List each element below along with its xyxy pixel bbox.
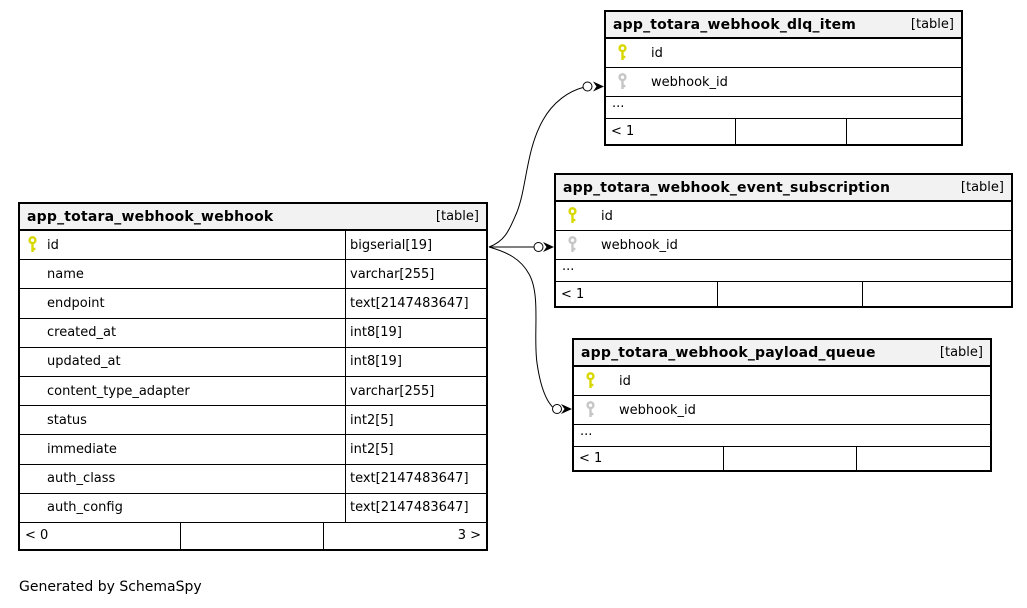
children-count: < 1 [579, 451, 603, 466]
column-type: bigserial[19] [345, 231, 486, 260]
column-name: id [619, 373, 631, 389]
column-name: endpoint [47, 295, 105, 311]
table-app-totara-webhook-dlq-item: app_totara_webhook_dlq_item [table] id [604, 10, 963, 146]
column-name: id [47, 237, 59, 253]
column-row-content-type-adapter: content_type_adapter varchar[255] [20, 376, 486, 407]
column-row-created-at: created_at int8[19] [20, 318, 486, 348]
column-row-endpoint: endpoint text[2147483647] [20, 289, 486, 319]
more-columns-ellipsis: ... [574, 425, 990, 447]
table-header[interactable]: app_totara_webhook_dlq_item [table] [606, 12, 961, 39]
table-stats-row: < 0 3 > [20, 522, 486, 549]
table-app-totara-webhook-payload-queue: app_totara_webhook_payload_queue [table]… [572, 338, 992, 472]
column-type: int8[19] [345, 318, 486, 347]
column-type: int2[5] [345, 435, 486, 464]
table-stats-row: < 1 [574, 447, 990, 470]
arrowhead-icon [543, 242, 554, 252]
table-title[interactable]: app_totara_webhook_dlq_item [613, 16, 857, 33]
column-name: id [651, 45, 663, 61]
column-row-id: id bigserial[19] [20, 231, 486, 261]
stats-spacer [723, 447, 857, 470]
column-type: int8[19] [345, 347, 486, 376]
table-title[interactable]: app_totara_webhook_event_subscription [563, 179, 891, 196]
column-name: updated_at [47, 354, 121, 370]
table-badge: [table] [939, 345, 983, 360]
more-columns-ellipsis: ... [606, 97, 961, 119]
column-row-updated-at: updated_at int8[19] [20, 347, 486, 377]
primary-key-icon [606, 44, 651, 62]
column-name: immediate [47, 441, 117, 457]
column-name: auth_class [47, 471, 116, 487]
table-title[interactable]: app_totara_webhook_webhook [27, 208, 274, 225]
column-name: webhook_id [619, 402, 696, 418]
primary-key-icon [556, 207, 601, 225]
foreign-key-icon [606, 73, 651, 91]
zero-or-one-circle [552, 404, 562, 414]
table-header[interactable]: app_totara_webhook_event_subscription [t… [556, 175, 1011, 202]
table-stats-row: < 1 [556, 282, 1011, 306]
table-badge: [table] [435, 209, 479, 224]
stats-spacer [180, 522, 324, 549]
stats-spacer [847, 119, 961, 144]
more-columns-ellipsis: ... [556, 260, 1011, 282]
column-type: varchar[255] [345, 376, 486, 406]
column-type: varchar[255] [345, 260, 486, 289]
column-type: text[2147483647] [345, 493, 486, 522]
generated-by-note: Generated by SchemaSpy [19, 579, 202, 595]
column-name: id [601, 208, 613, 224]
parents-count: 3 > [457, 528, 481, 544]
primary-key-icon [574, 372, 619, 390]
stats-spacer [863, 282, 1011, 306]
zero-or-one-circle [582, 81, 593, 92]
table-title[interactable]: app_totara_webhook_payload_queue [581, 344, 876, 361]
column-row-name: name varchar[255] [20, 260, 486, 290]
children-count: < 1 [611, 124, 635, 139]
column-row-id: id [606, 39, 961, 68]
stats-spacer [735, 119, 847, 144]
column-row-auth-class: auth_class text[2147483647] [20, 464, 486, 494]
column-row-auth-config: auth_config text[2147483647] [20, 493, 486, 523]
zero-or-one-circle [533, 242, 544, 252]
table-app-totara-webhook-webhook: app_totara_webhook_webhook [table] id bi… [18, 202, 488, 551]
table-badge: [table] [910, 17, 954, 32]
table-header[interactable]: app_totara_webhook_payload_queue [table] [574, 340, 990, 367]
column-row-webhook-id: webhook_id [606, 68, 961, 97]
column-row-immediate: immediate int2[5] [20, 435, 486, 465]
arrowhead-icon [593, 81, 604, 92]
children-count: < 1 [561, 286, 585, 302]
primary-key-icon [20, 236, 47, 254]
column-name: auth_config [47, 500, 123, 516]
foreign-key-icon [574, 401, 619, 419]
column-name: webhook_id [601, 237, 678, 253]
table-badge: [table] [960, 180, 1004, 195]
arrowhead-icon [561, 404, 572, 414]
column-row-webhook-id: webhook_id [556, 231, 1011, 260]
foreign-key-icon [556, 236, 601, 254]
column-row-status: status int2[5] [20, 406, 486, 436]
stats-spacer [857, 447, 990, 470]
column-row-id: id [556, 202, 1011, 231]
column-row-webhook-id: webhook_id [574, 396, 990, 425]
children-count: < 0 [25, 528, 49, 544]
column-name: created_at [47, 325, 117, 341]
table-stats-row: < 1 [606, 119, 961, 144]
column-name: webhook_id [651, 74, 728, 90]
column-row-id: id [574, 367, 990, 396]
relationship-line-webhook-to-payload-queue [488, 246, 553, 408]
column-type: text[2147483647] [345, 464, 486, 493]
table-header[interactable]: app_totara_webhook_webhook [table] [20, 204, 486, 231]
table-app-totara-webhook-event-subscription: app_totara_webhook_event_subscription [t… [554, 173, 1013, 308]
column-name: status [47, 412, 87, 428]
column-type: int2[5] [345, 406, 486, 435]
column-name: name [47, 266, 84, 282]
column-type: text[2147483647] [345, 289, 486, 318]
column-name: content_type_adapter [47, 383, 190, 399]
stats-spacer [717, 282, 863, 306]
